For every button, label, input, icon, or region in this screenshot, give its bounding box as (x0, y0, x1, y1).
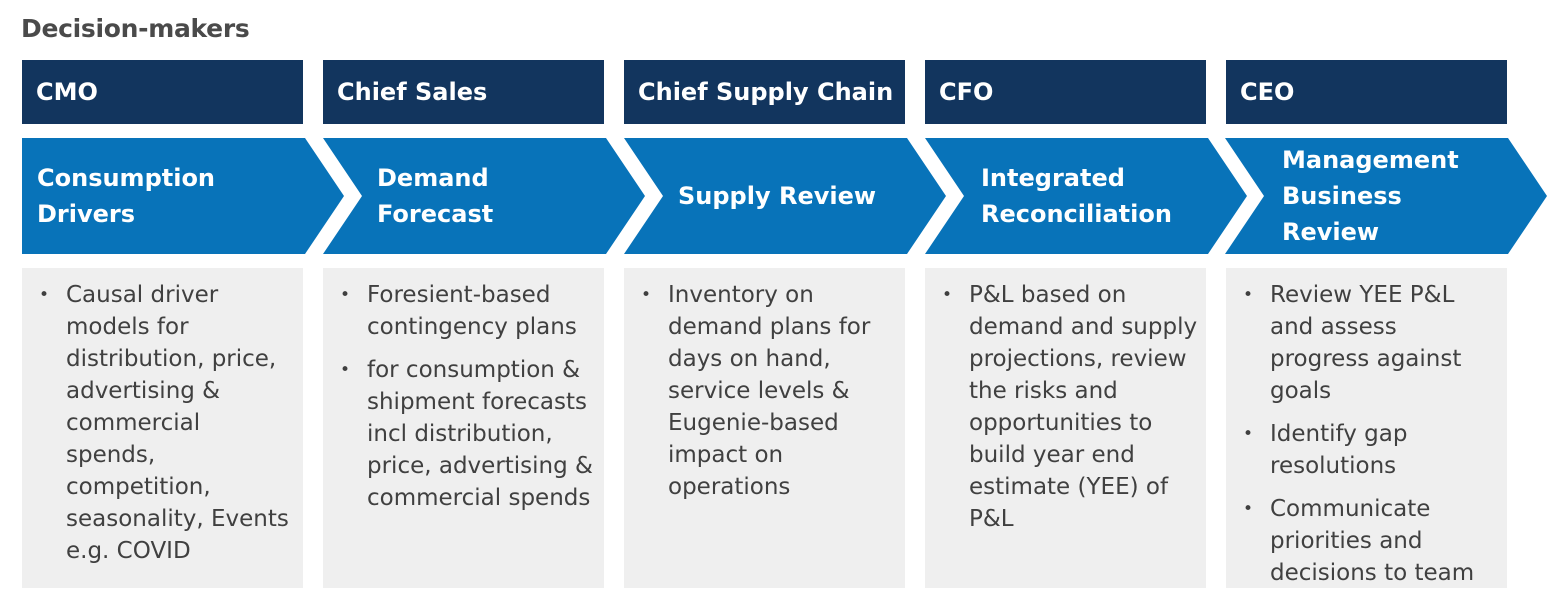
content-box-cfo: • P&L based on demand and supply projecti… (925, 268, 1206, 588)
role-header-ceo: CEO (1226, 60, 1507, 124)
bullet-dot-icon: • (38, 285, 50, 305)
bullet-dot-icon: • (1242, 499, 1254, 519)
bullet-text: Foresient-based contingency plans (367, 282, 577, 340)
bullet-item: • Communicate priorities and decisions to… (1241, 493, 1499, 589)
bullet-list: • P&L based on demand and supply projecti… (925, 268, 1206, 535)
bullet-dot-icon: • (1242, 424, 1254, 444)
bullet-list: • Inventory on demand plans for days on h… (624, 268, 905, 503)
role-label: Chief Sales (337, 78, 488, 106)
stage-label: Integrated Reconciliation (981, 164, 1172, 228)
bullet-item: • P&L based on demand and supply projecti… (940, 279, 1198, 535)
role-header-cfo: CFO (925, 60, 1206, 124)
bullet-dot-icon: • (1242, 285, 1254, 305)
bullet-dot-icon: • (640, 285, 652, 305)
bullet-item: • Review YEE P&L and assess progress agai… (1241, 279, 1499, 407)
bullet-text: Inventory on demand plans for days on ha… (668, 282, 871, 500)
role-header-chief-sales: Chief Sales (323, 60, 604, 124)
bullet-text: Causal driver models for distribution, p… (66, 282, 289, 564)
bullet-dot-icon: • (339, 285, 351, 305)
role-label: CFO (939, 78, 994, 106)
bullet-text: Communicate priorities and decisions to … (1270, 496, 1475, 586)
content-box-cmo: • Causal driver models for distribution, … (22, 268, 303, 588)
stage-chevron-consumption-drivers: Consumption Drivers (22, 138, 344, 254)
bullet-text: Identify gap resolutions (1270, 421, 1408, 479)
bullet-list: • Foresient-based contingency plans • for … (323, 268, 604, 514)
stage-chevron-demand-forecast: Demand Forecast (323, 138, 645, 254)
bullet-dot-icon: • (339, 360, 351, 380)
bullet-text: for consumption & shipment forecasts inc… (367, 357, 593, 511)
stage-chevron-management-business-review: Management Business Review (1225, 138, 1547, 254)
role-label: CMO (36, 78, 98, 106)
role-label: CEO (1240, 78, 1295, 106)
bullet-text: P&L based on demand and supply projectio… (969, 282, 1198, 532)
content-box-ceo: • Review YEE P&L and assess progress agai… (1226, 268, 1507, 588)
stage-chevron-supply-review: Supply Review (624, 138, 946, 254)
bullet-dot-icon: • (941, 285, 953, 305)
role-header-chief-supply-chain: Chief Supply Chain (624, 60, 905, 124)
bullet-item: • Identify gap resolutions (1241, 418, 1499, 482)
role-header-cmo: CMO (22, 60, 303, 124)
stage-label: Demand Forecast (377, 164, 494, 228)
stage-label: Consumption Drivers (37, 164, 216, 228)
bullet-item: • Causal driver models for distribution, … (37, 279, 295, 567)
stage-label: Supply Review (678, 182, 877, 210)
bullet-text: Review YEE P&L and assess progress again… (1270, 282, 1462, 404)
bullet-list: • Causal driver models for distribution, … (22, 268, 303, 567)
stage-chevron-integrated-reconciliation: Integrated Reconciliation (925, 138, 1247, 254)
bullet-item: • Inventory on demand plans for days on h… (639, 279, 897, 503)
content-box-chief-sales: • Foresient-based contingency plans • for … (323, 268, 604, 588)
bullet-list: • Review YEE P&L and assess progress agai… (1226, 268, 1507, 589)
role-label: Chief Supply Chain (638, 78, 894, 106)
content-box-chief-supply-chain: • Inventory on demand plans for days on h… (624, 268, 905, 588)
stage-label: Management Business Review (1282, 146, 1459, 246)
page-title: Decision-makers (21, 14, 250, 43)
bullet-item: • Foresient-based contingency plans (338, 279, 596, 343)
bullet-item: • for consumption & shipment forecasts in… (338, 354, 596, 514)
